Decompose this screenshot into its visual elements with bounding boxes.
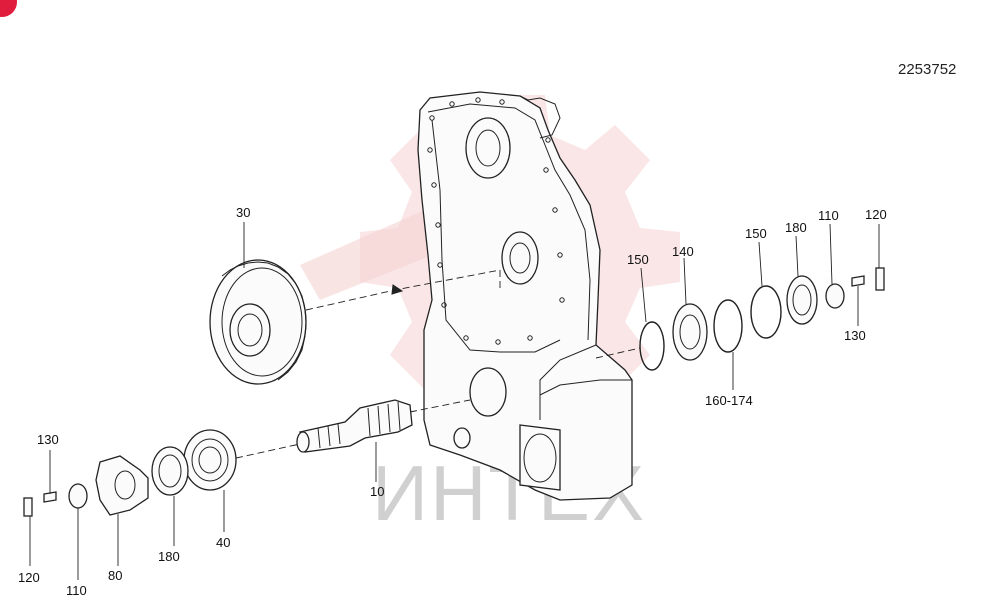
bearing-140 <box>672 303 708 361</box>
callout-80: 80 <box>108 568 122 583</box>
callout-130-right: 130 <box>844 328 866 343</box>
washer-110-right <box>825 283 845 309</box>
callout-140: 140 <box>672 244 694 259</box>
seal-180-left <box>151 446 189 496</box>
bolt-130-left <box>43 491 57 503</box>
callout-120-left: 120 <box>18 570 40 585</box>
callout-10: 10 <box>370 484 384 499</box>
bearing-40 <box>183 429 237 491</box>
callout-40: 40 <box>216 535 230 550</box>
ring-150-b <box>750 285 782 339</box>
document-number: 2253752 <box>898 61 956 78</box>
callout-110-right: 110 <box>818 208 839 223</box>
yoke-80 <box>95 455 149 516</box>
callout-150-b: 150 <box>745 226 767 241</box>
callout-180-left: 180 <box>158 549 180 564</box>
callout-180-right: 180 <box>785 220 807 235</box>
gear-housing <box>417 91 633 501</box>
callout-110-left: 110 <box>66 583 87 598</box>
callout-150-a: 150 <box>627 252 649 267</box>
lock-120-left <box>23 497 33 517</box>
assembly-lines <box>235 269 641 459</box>
callout-120-right: 120 <box>865 207 887 222</box>
washer-110-left <box>68 483 88 509</box>
shaft-10 <box>296 399 413 453</box>
ring-160-174 <box>713 299 743 353</box>
callout-30: 30 <box>236 205 250 220</box>
gear-30 <box>209 259 307 385</box>
lock-120-right <box>875 267 885 291</box>
seal-180-right <box>786 275 818 325</box>
corner-badge <box>0 0 17 17</box>
ring-150-a <box>639 321 665 371</box>
callout-130-left: 130 <box>37 432 59 447</box>
leader-lines <box>29 222 880 580</box>
callout-160-174: 160-174 <box>705 393 753 408</box>
bolt-130-right <box>851 275 865 287</box>
